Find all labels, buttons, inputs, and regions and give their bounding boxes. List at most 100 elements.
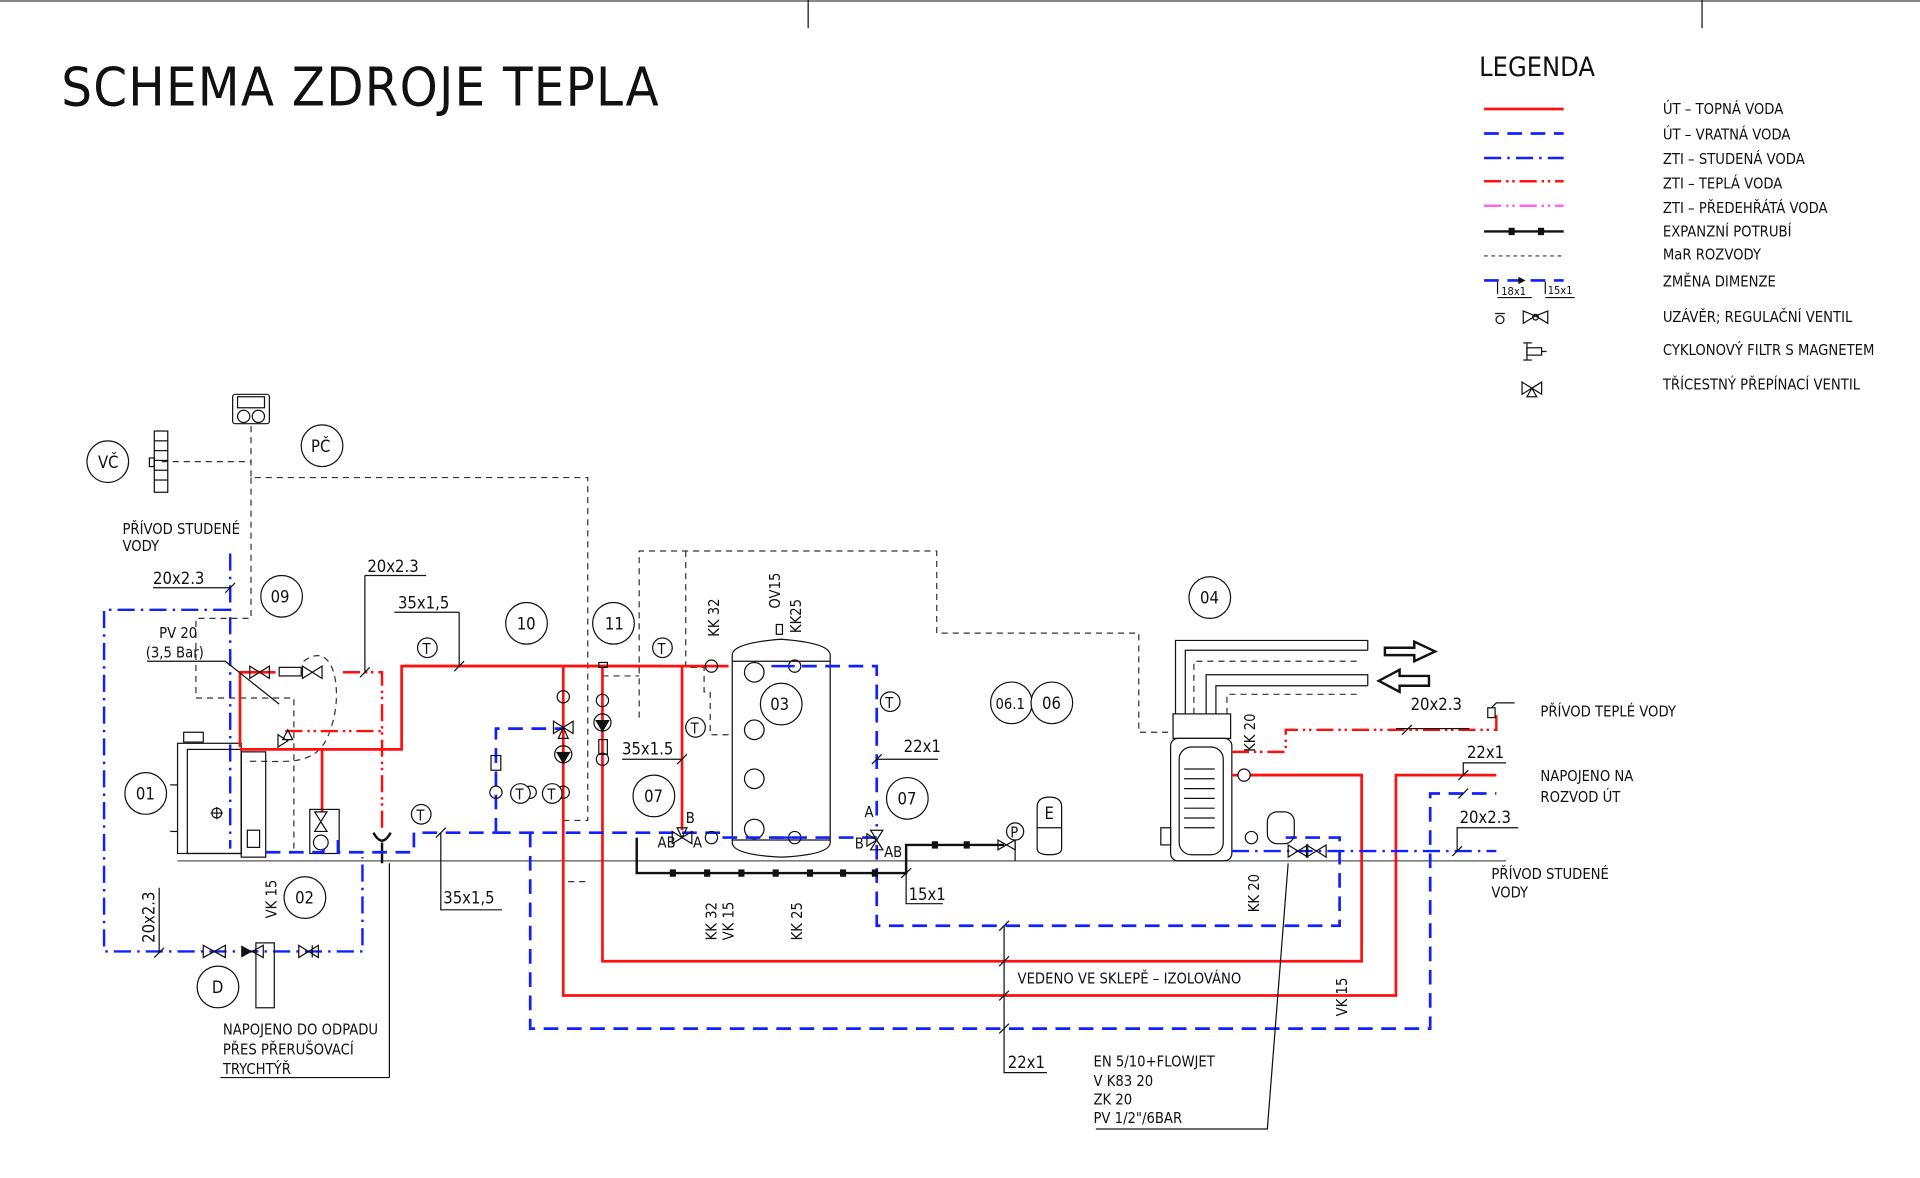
svg-text:A: A <box>864 804 873 821</box>
pump-group-10 <box>489 690 574 799</box>
marker-06: 06 <box>1030 681 1074 725</box>
legend-label: UZÁVĚR; REGULAČNÍ VENTIL <box>1663 308 1853 326</box>
label-napojeno-ut: NAPOJENO NA <box>1540 768 1633 785</box>
dim-label: 20x2.3 <box>367 557 418 576</box>
svg-text:P: P <box>1010 825 1018 842</box>
room-controller-icon <box>232 393 270 425</box>
dim-label: 20x2.3 <box>153 569 204 588</box>
label-vk15-right: VK 15 <box>1334 978 1351 1017</box>
label-privod-studene-left: PŘÍVOD STUDENÉ <box>122 520 239 538</box>
legend-dim-b: 15x1 <box>1548 284 1573 297</box>
drain-filter-icon <box>202 942 319 1009</box>
label-privod-teple: PŘÍVOD TEPLÉ VODY <box>1540 702 1676 720</box>
label-privod-studene-right: VODY <box>1491 885 1529 902</box>
dim-label: 22x1 <box>1467 743 1504 762</box>
svg-text:09: 09 <box>271 587 290 606</box>
pump-group-11 <box>593 661 612 766</box>
label-kk20-bot: KK 20 <box>1246 874 1263 912</box>
return-to-basement <box>875 836 1341 928</box>
dim-label: 20x2.3 <box>139 892 158 943</box>
marker-11: 11 <box>592 601 635 645</box>
label-kk25-top: KK25 <box>788 599 805 633</box>
label-equipment-list: V K83 20 <box>1093 1073 1153 1090</box>
dim-label: 22x1 <box>904 737 941 756</box>
legend-swatch-expanzni <box>1484 227 1564 236</box>
legend-label: EXPANZNÍ POTRUBÍ <box>1663 222 1792 240</box>
page-title: SCHEMA ZDROJE TEPLA <box>61 55 660 118</box>
cold-water-left <box>102 553 364 953</box>
label-privod-studene-right: PŘÍVOD STUDENÉ <box>1491 865 1608 883</box>
label-drain: TRYCHTÝŘ <box>222 1060 291 1078</box>
marker-d: D <box>196 965 240 1009</box>
three-way-valve-2: A B AB <box>855 804 902 861</box>
dhw-cylinder-icon <box>1160 639 1438 862</box>
svg-text:06: 06 <box>1042 694 1061 713</box>
dim-label: 35x1.5 <box>622 739 673 758</box>
label-drain: PŘES PŘERUŠOVACÍ <box>223 1040 354 1058</box>
svg-text:T: T <box>415 807 425 824</box>
svg-text:07: 07 <box>644 787 663 806</box>
legend-dim-a: 18x1 <box>1501 285 1526 298</box>
svg-text:AB: AB <box>884 844 902 861</box>
dim-label: 35x1,5 <box>398 594 449 613</box>
accumulation-tank-icon: 03 <box>704 623 831 858</box>
svg-text:B: B <box>686 810 695 827</box>
dim-label: 35x1,5 <box>443 889 494 908</box>
faucet-icon <box>1487 702 1515 719</box>
marker-07b: 07 <box>885 776 929 820</box>
label-vk15-left: VK 15 <box>264 880 281 919</box>
marker-07a: 07 <box>632 774 676 818</box>
dim-label: 20x2.3 <box>1460 808 1511 827</box>
three-way-valve-1: AB A B <box>658 810 703 851</box>
dimension-callouts <box>146 574 1519 1130</box>
marker-02: 02 <box>283 876 327 919</box>
marker-01: 01 <box>124 772 168 815</box>
legend-cyclone-filter-icon <box>1523 342 1547 361</box>
outdoor-sensor-icon <box>148 430 169 493</box>
svg-text:T: T <box>884 695 894 712</box>
svg-text:A: A <box>693 834 702 851</box>
dim-label: 22x1 <box>1008 1053 1045 1072</box>
temp-sensor-icon: T T T T T T T <box>410 637 901 840</box>
svg-text:B: B <box>855 836 864 853</box>
label-kk20-top: KK 20 <box>1242 714 1259 752</box>
dim-label: 15x1 <box>909 885 946 904</box>
label-kk32-bot: KK 32 <box>703 902 720 940</box>
legend-three-way-valve-icon <box>1521 380 1543 398</box>
svg-text:PČ: PČ <box>311 437 330 456</box>
svg-text:06.1: 06.1 <box>996 696 1025 713</box>
marker-061: 06.1 <box>990 681 1033 725</box>
dhw-valve <box>1237 768 1251 782</box>
legend-label: ZTI – STUDENÁ VODA <box>1663 150 1805 168</box>
dhw-outlet <box>1231 715 1498 754</box>
legend: LEGENDA ÚT – TOPNÁ VODA ÚT – VRATNÁ VODA… <box>1479 52 1874 398</box>
dhw-valve <box>1244 830 1259 845</box>
svg-text:VČ: VČ <box>98 453 119 472</box>
label-ov15: OV15 <box>767 573 784 609</box>
legend-label: MaR ROZVODY <box>1663 247 1762 264</box>
boiler-icon <box>170 731 267 858</box>
supply-header <box>401 664 1497 1030</box>
label-equipment-list: ZK 20 <box>1093 1092 1132 1109</box>
label-napojeno-ut: ROZVOD ÚT <box>1540 788 1621 806</box>
svg-text:T: T <box>657 641 667 658</box>
svg-text:04: 04 <box>1200 589 1219 608</box>
label-kk32-top: KK 32 <box>706 598 723 636</box>
marker-09: 09 <box>260 574 304 618</box>
legend-label: ÚT – VRATNÁ VODA <box>1663 126 1791 144</box>
svg-text:D: D <box>212 978 223 997</box>
svg-text:T: T <box>421 641 431 658</box>
marker-10: 10 <box>505 601 548 645</box>
svg-text:T: T <box>546 787 556 804</box>
legend-label: ZTI – PŘEDEHŘÁTÁ VODA <box>1663 199 1828 217</box>
label-pv20: (3,5 Bar) <box>146 645 204 662</box>
label-equipment-list: PV 1/2"/6BAR <box>1093 1110 1182 1127</box>
legend-swatch-zmena-dimenze: 18x1 15x1 <box>1484 276 1575 299</box>
label-drain: NAPOJENO DO ODPADU <box>223 1022 378 1039</box>
tank-return-right <box>802 664 879 827</box>
svg-text:11: 11 <box>605 614 624 633</box>
label-vk15-bot: VK 15 <box>720 902 737 941</box>
svg-text:E: E <box>1044 804 1053 823</box>
label-privod-studene-left: VODY <box>122 538 160 555</box>
